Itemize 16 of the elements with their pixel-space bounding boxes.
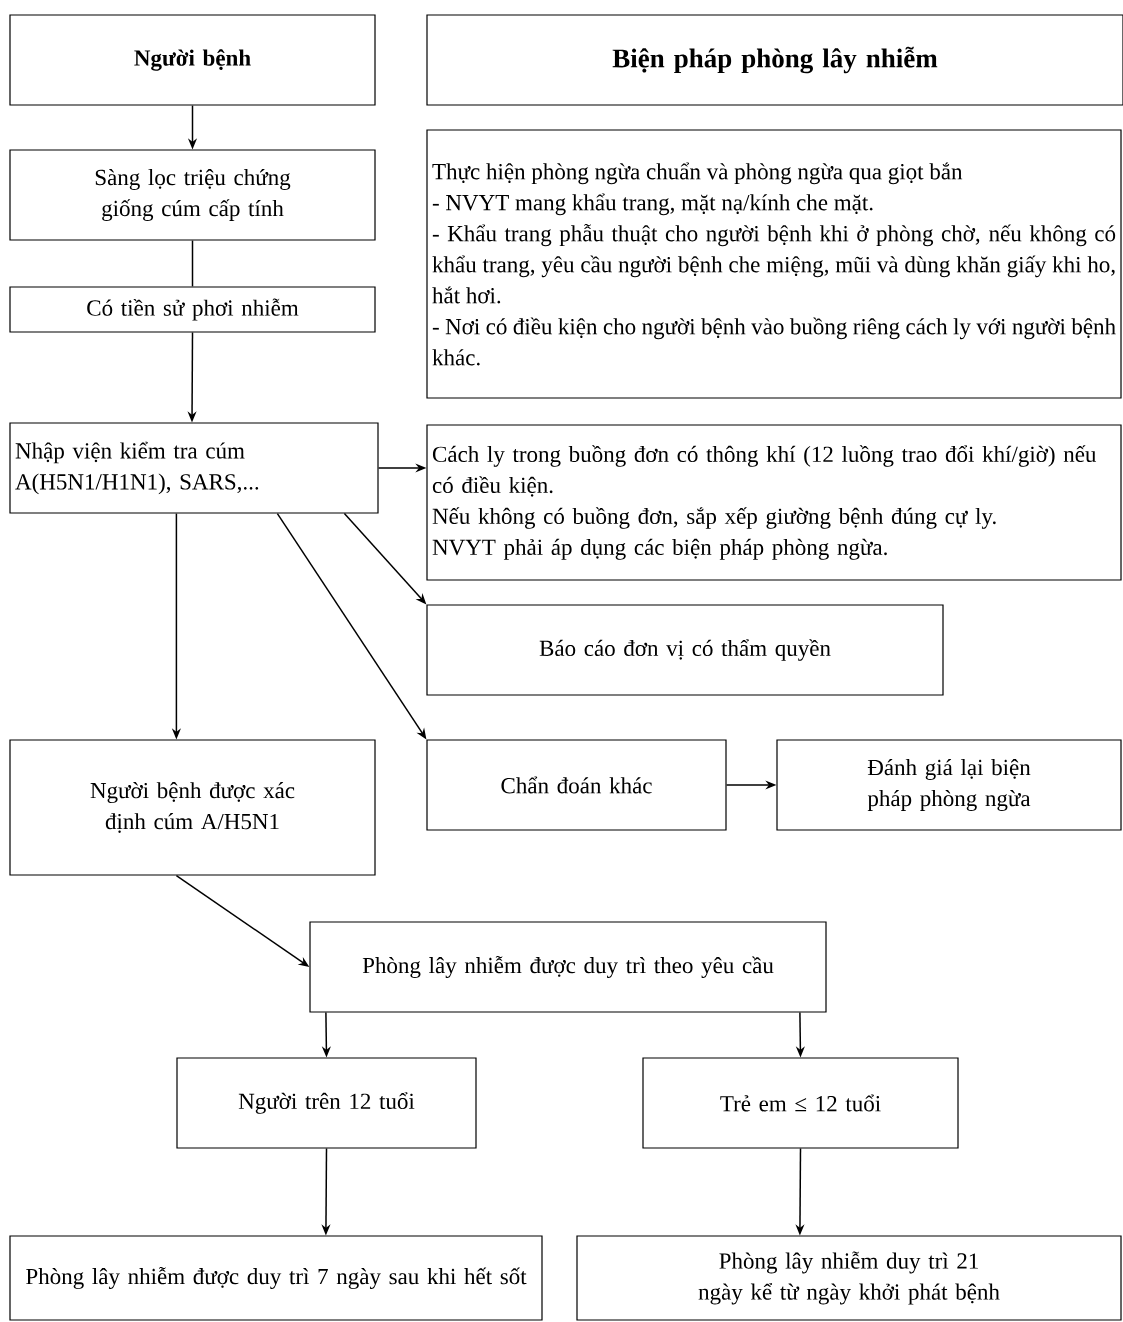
process-box: Phòng lây nhiễm được duy trì 7 ngày sau khi hết sốt: [9, 1235, 543, 1321]
process-box: Báo cáo đơn vị có thẩm quyền: [426, 604, 944, 696]
process-box: Đánh giá lại biện pháp phòng ngừa: [776, 739, 1122, 831]
process-box: Có tiền sử phơi nhiễm: [9, 286, 376, 333]
note-box: Cách ly trong buồng đơn có thông khí (12 luồng trao đổi khí/giờ) nếu có điều kiện. Nếu không có buồng đơn, sắp xếp giường bệnh đúng cự ly. NVYT phải áp dụng các biện pháp phòng ngừa.: [426, 424, 1122, 581]
note-box: Thực hiện phòng ngừa chuẩn và phòng ngừa qua giọt bắn - NVYT mang khẩu trang, mặt nạ/kính che mặt. - Khẩu trang phẫu thuật cho người bệnh khi ở phòng chờ, nếu không có khẩu trang, yêu cầu người bệnh che miệng, mũi và dùng khăn giấy khi ho, hắt hơi. - Nơi có điều kiện cho người bệnh vào buồng riêng cách ly với người bệnh khác.: [426, 129, 1122, 399]
header-box: Người bệnh: [9, 14, 376, 106]
process-box: Người bệnh được xác định cúm A/H5N1: [9, 739, 376, 876]
process-box: Người trên 12 tuổi: [176, 1057, 477, 1149]
header-box: Biện pháp phòng lây nhiễm: [426, 14, 1123, 106]
process-box: Phòng lây nhiễm được duy trì theo yêu cầu: [309, 921, 827, 1013]
process-box: Chẩn đoán khác: [426, 739, 727, 831]
process-box: Trẻ em ≤ 12 tuổi: [642, 1057, 959, 1149]
process-box: Nhập viện kiểm tra cúm A(H5N1/H1N1), SARS,...: [9, 422, 379, 514]
process-box: Sàng lọc triệu chứng giống cúm cấp tính: [9, 149, 376, 241]
process-box: Phòng lây nhiễm duy trì 21 ngày kể từ ngày khởi phát bệnh: [576, 1235, 1122, 1321]
